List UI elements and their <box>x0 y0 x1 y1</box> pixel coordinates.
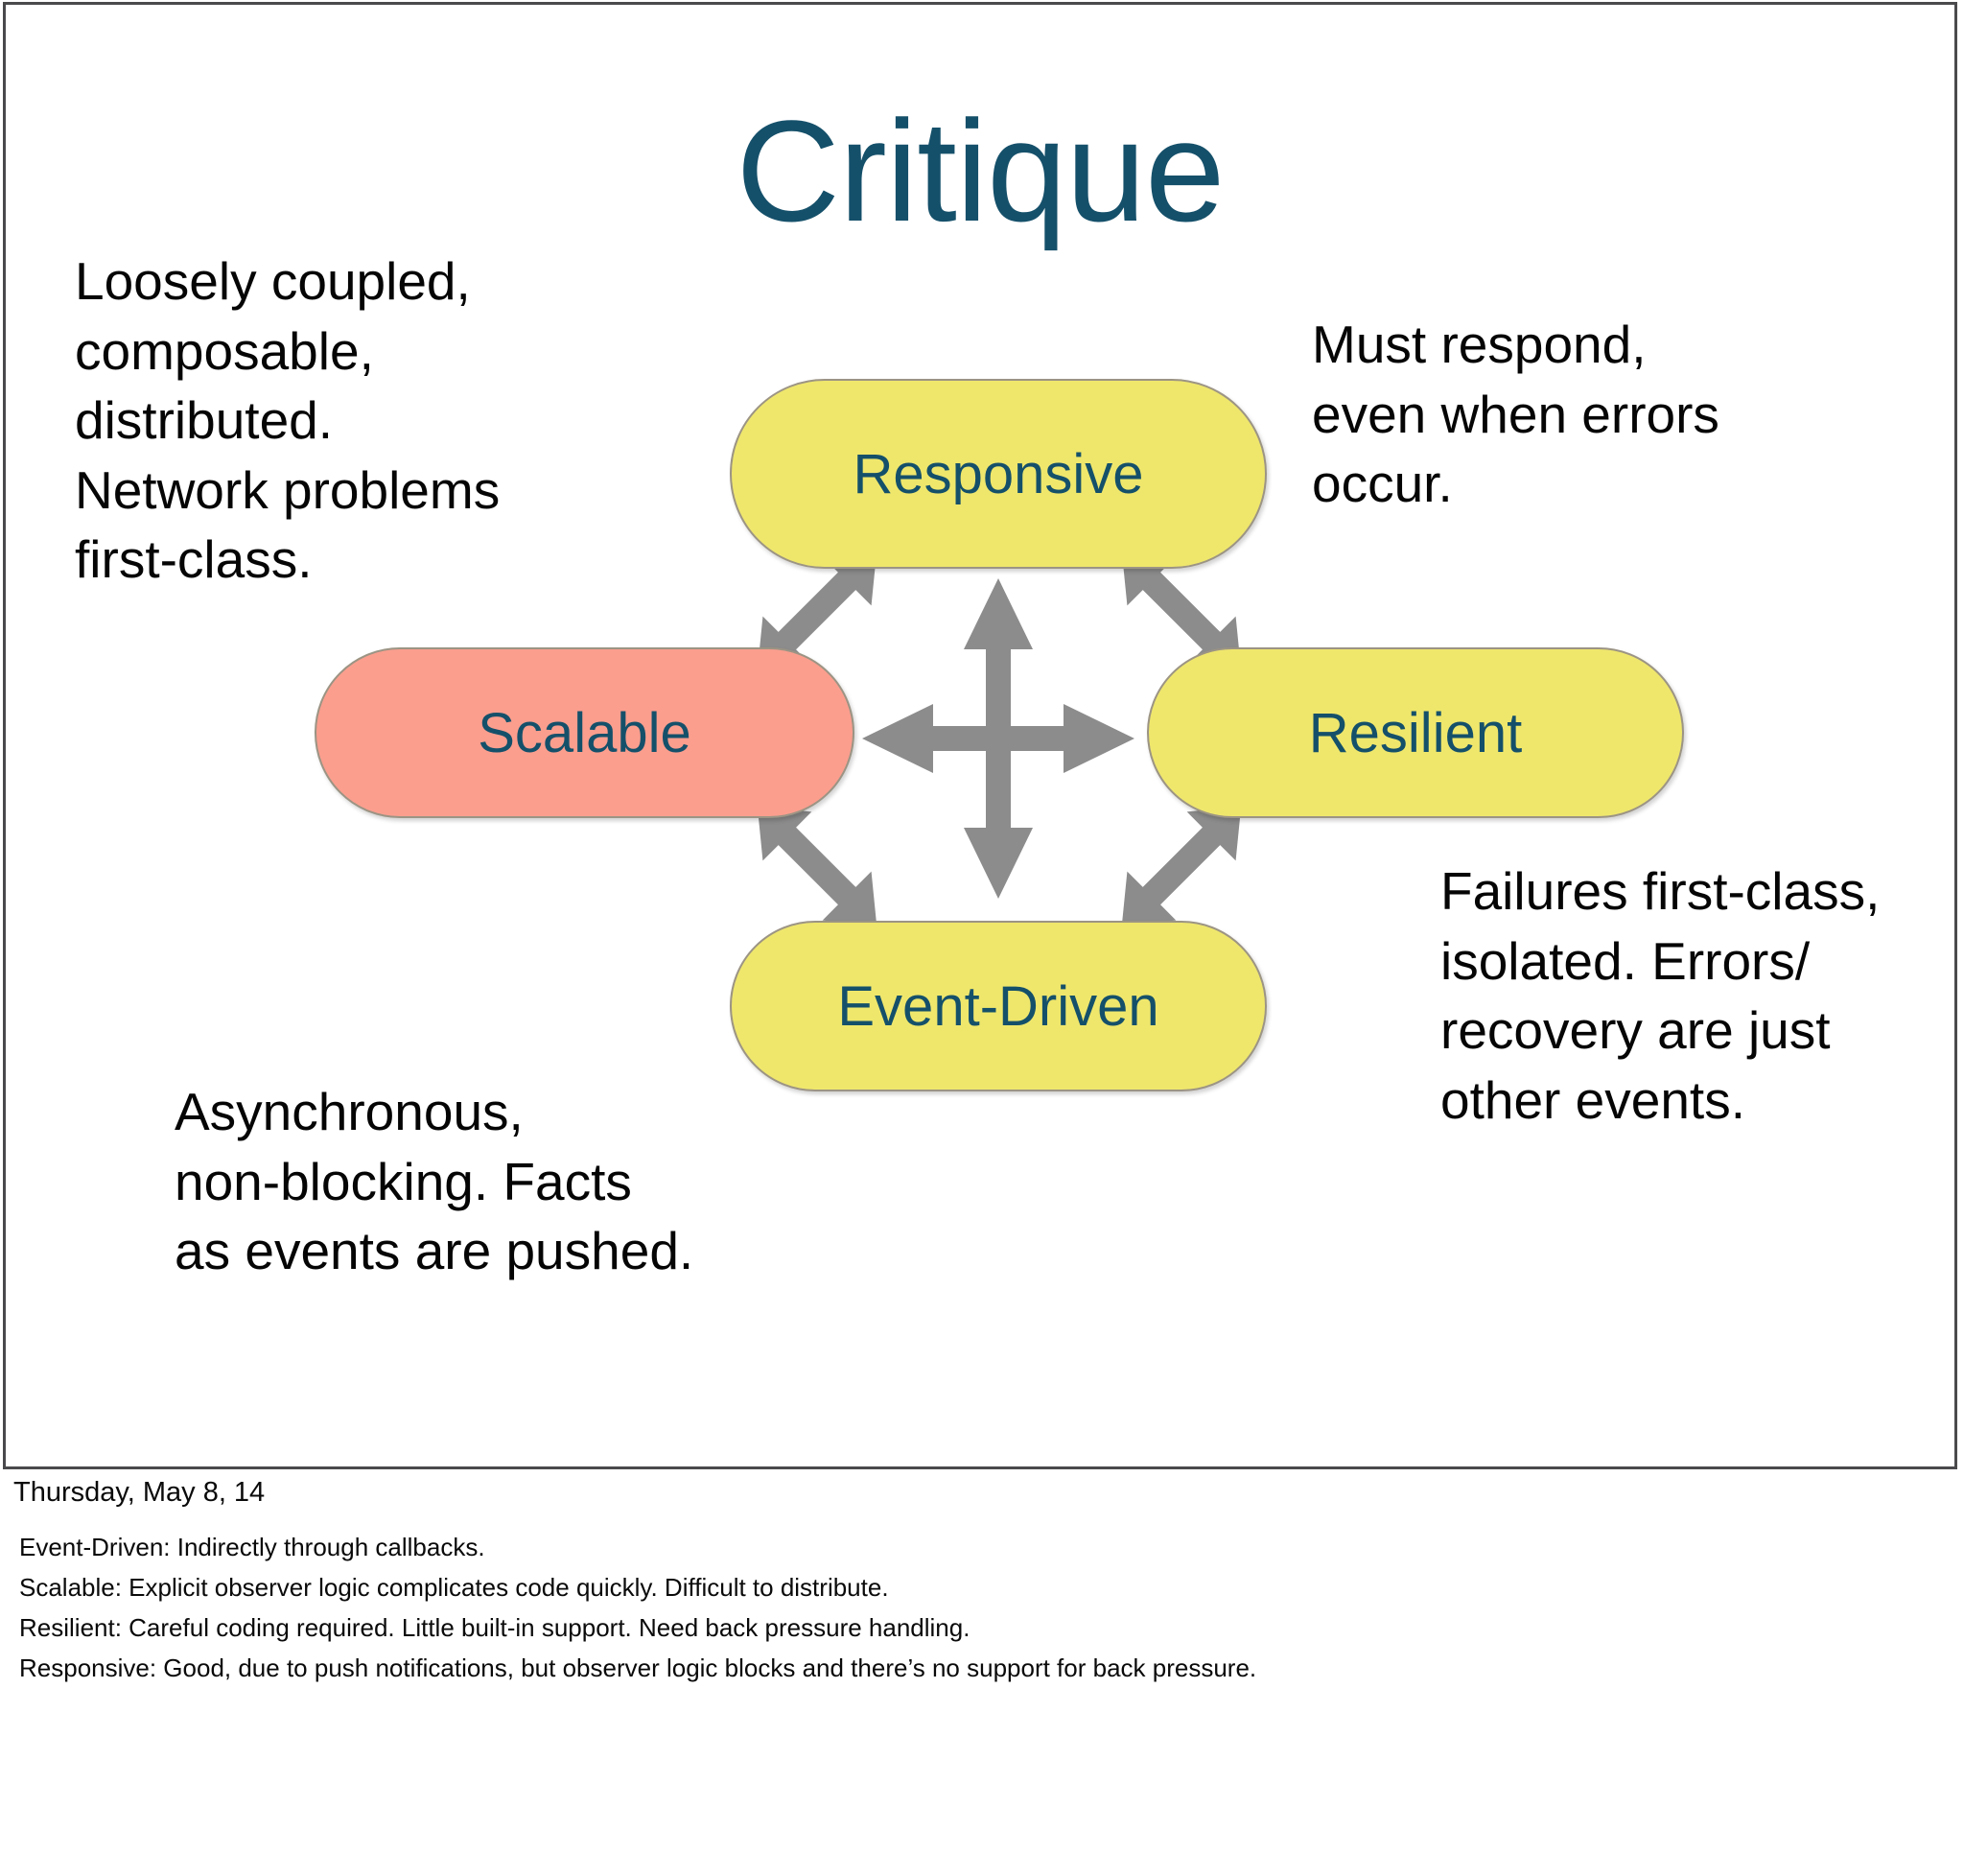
annotation-top-right: Must respond, even when errors occur. <box>1312 315 1719 514</box>
annotation-bottom-left: Asynchronous, non-blocking. Facts as eve… <box>175 1082 694 1281</box>
diagram-node-resilient[interactable]: Resilient <box>1147 647 1684 818</box>
diagram-node-label: Scalable <box>478 701 691 764</box>
note-line: Scalable: Explicit observer logic compli… <box>19 1573 889 1603</box>
diagram-node-label: Responsive <box>853 442 1144 505</box>
diagram-node-label: Resilient <box>1308 701 1523 764</box>
page-title: Critique <box>736 90 1226 251</box>
slide-canvas: Critique Responsive Scalable <box>3 2 1957 1469</box>
annotation-top-left: Loosely coupled, composable, distributed… <box>75 251 501 590</box>
annotation-bottom-right: Failures first-class, isolated. Errors/ … <box>1440 861 1881 1130</box>
note-line: Event-Driven: Indirectly through callbac… <box>19 1533 485 1561</box>
speaker-notes: Event-Driven: Indirectly through callbac… <box>19 1527 1256 1688</box>
diagram-node-event-driven[interactable]: Event-Driven <box>730 921 1267 1091</box>
diagram-node-responsive[interactable]: Responsive <box>730 379 1267 569</box>
arrow-vertical <box>964 578 1033 899</box>
note-line: Resilient: Careful coding required. Litt… <box>19 1613 970 1643</box>
note-line: Responsive: Good, due to push notificati… <box>19 1653 1257 1683</box>
arrow-horizontal <box>862 704 1134 773</box>
diagram-node-label: Event-Driven <box>837 974 1159 1038</box>
diagram-node-scalable[interactable]: Scalable <box>315 647 854 818</box>
footer-date: Thursday, May 8, 14 <box>13 1477 266 1508</box>
